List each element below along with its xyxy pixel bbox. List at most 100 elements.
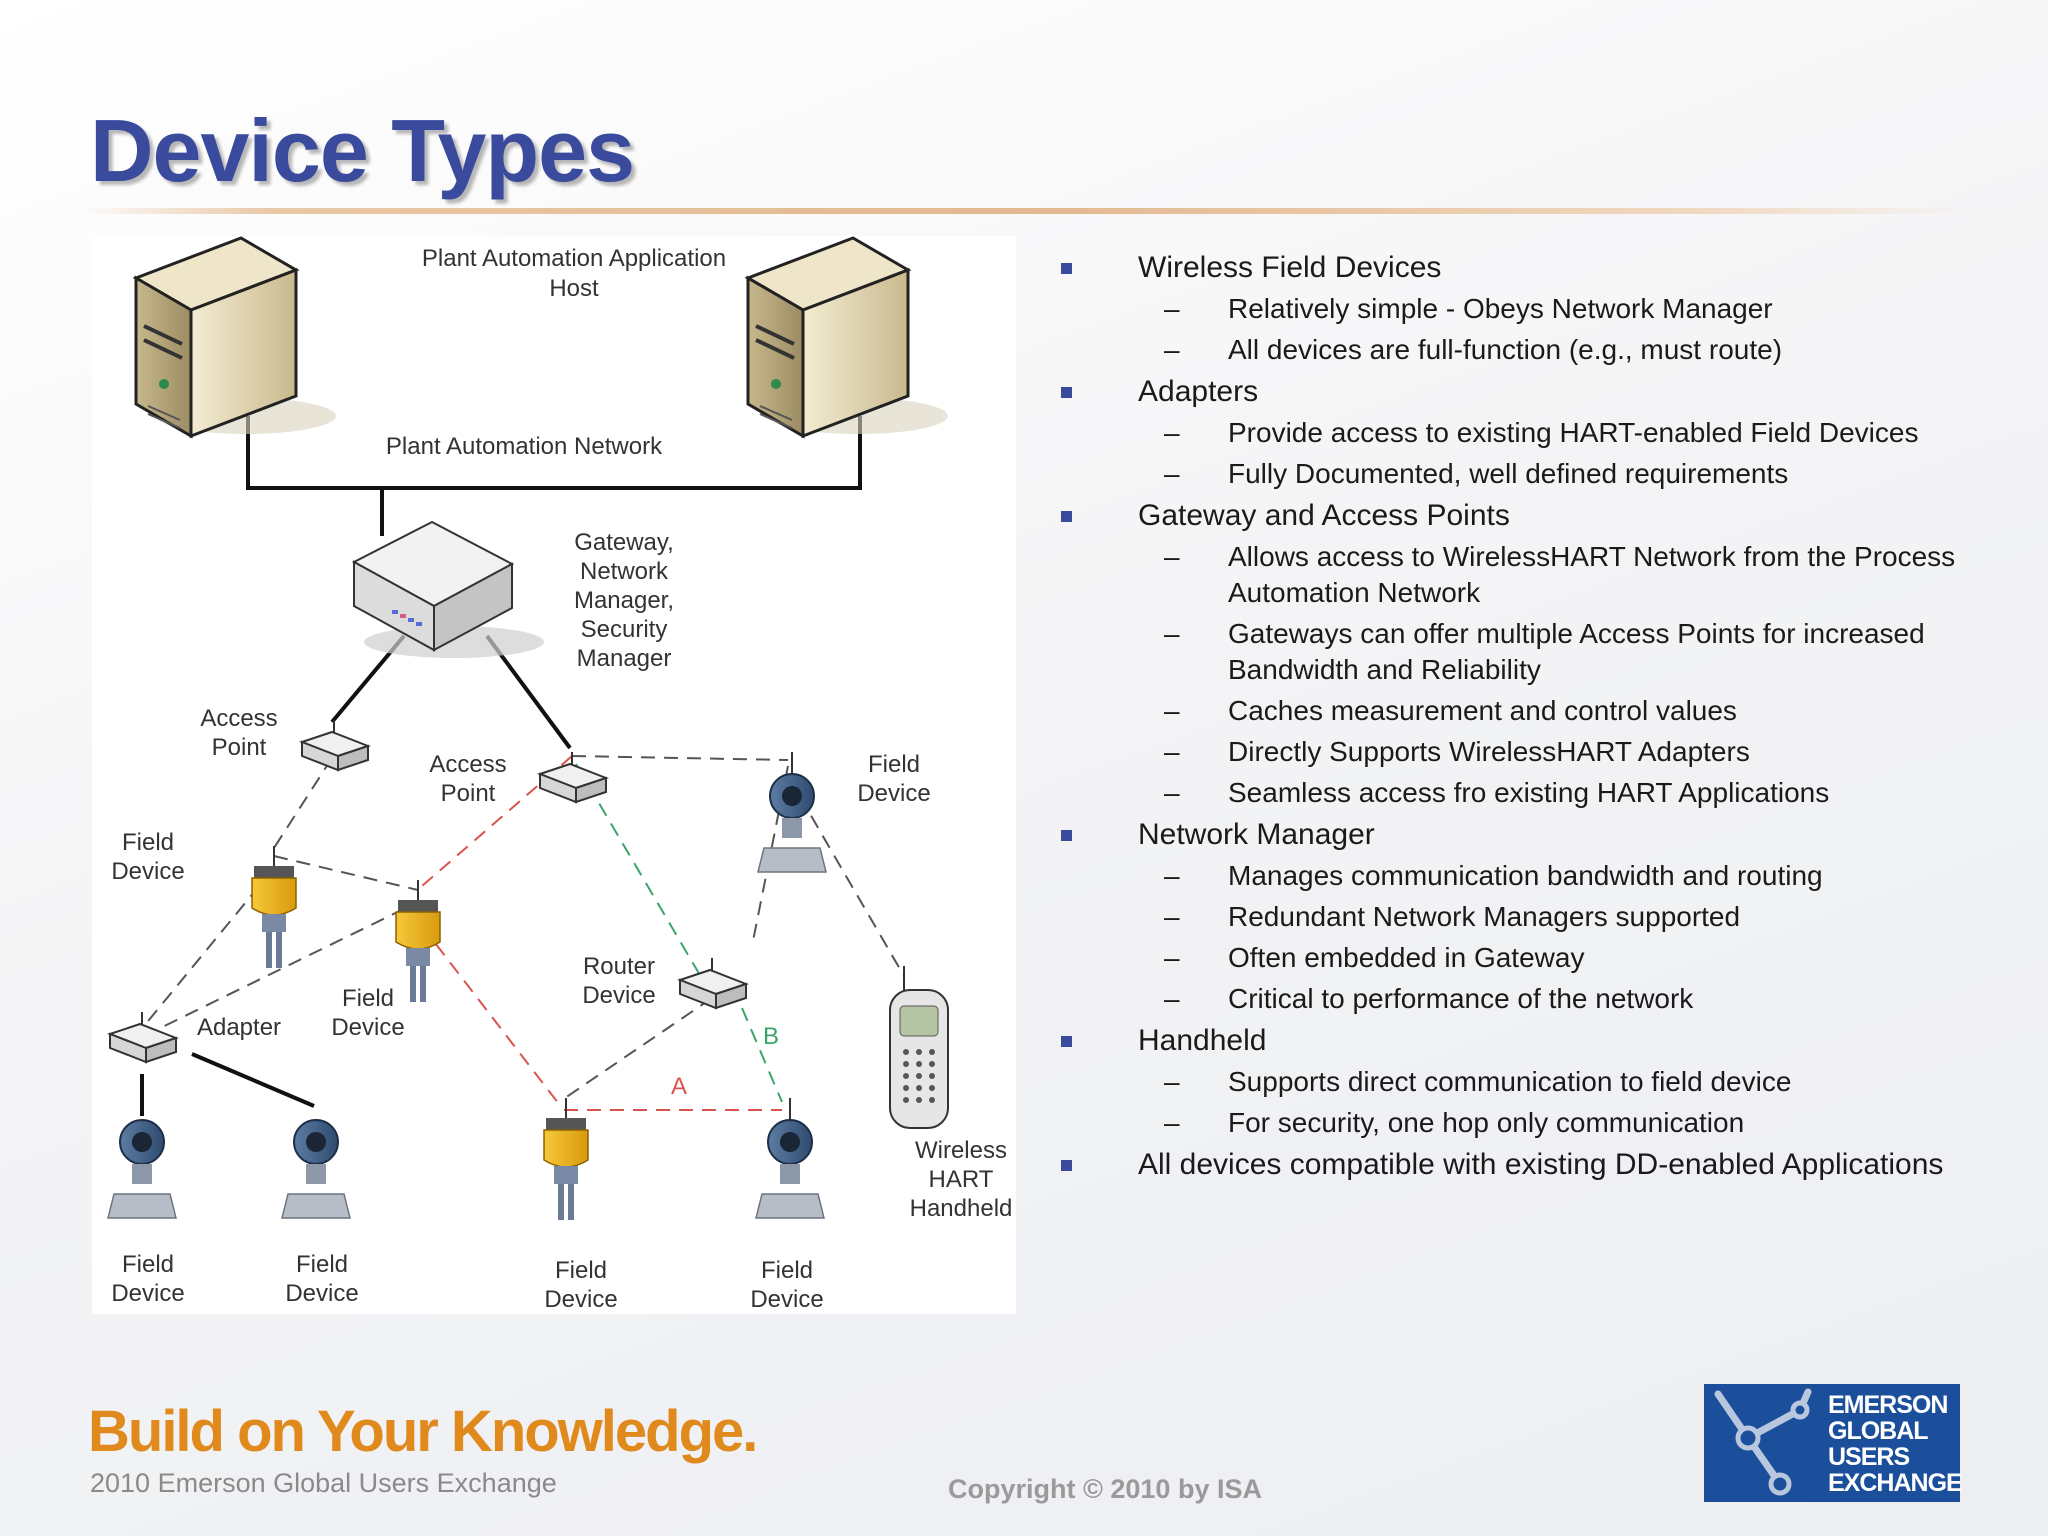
bottom-field-device-3-line2: Device (544, 1286, 617, 1313)
bullet-list: Wireless Field Devices –Relatively simpl… (1060, 244, 1960, 1183)
handheld-label-line2: HART (929, 1166, 994, 1193)
blue-transmitter-bottom-1-icon (107, 1119, 177, 1219)
access-point-center-label-line2: Point (441, 780, 496, 807)
router-label-line2: Device (582, 982, 655, 1009)
network-label: Plant Automation Network (386, 433, 663, 460)
bullet-text: Network Manager (1138, 818, 1375, 851)
sub-bullet: – Seamless access fro existing HART Appli… (1060, 775, 1960, 811)
bullet-text: Wireless Field Devices (1138, 251, 1442, 284)
logo-line-4: EXCHANGE (1828, 1469, 1963, 1497)
field-device-left-label-line2: Device (111, 858, 184, 885)
host-label-line1: Plant Automation Application (422, 245, 726, 272)
gateway-label-line1: Gateway, (574, 529, 674, 556)
dash-icon: – (1164, 901, 1180, 932)
access-point-left-label-line1: Access (200, 705, 277, 732)
gateway-device (351, 520, 544, 658)
sub-bullet-text: Allows access to WirelessHART Network fr… (1228, 541, 1956, 608)
sub-bullet: – Provide access to existing HART-enabled… (1060, 415, 1960, 451)
bullet-gateway-access-points: Gateway and Access Points (1060, 498, 1960, 534)
title-divider (80, 208, 1980, 214)
sub-bullet-text: Directly Supports WirelessHART Adapters (1228, 736, 1750, 767)
field-device-left-label-line1: Field (122, 829, 174, 856)
gateway-label-line2: Network (580, 558, 669, 585)
bullet-dd-compatible: All devices compatible with existing DD-… (1060, 1147, 1960, 1183)
sub-bullet: – Supports direct communication to field … (1060, 1064, 1960, 1100)
footer-brand-subtitle: 2010 Emerson Global Users Exchange (90, 1468, 557, 1498)
bullet-text: Adapters (1138, 375, 1259, 408)
sub-bullet-text: Caches measurement and control values (1228, 695, 1737, 726)
sub-bullet: – Manages communication bandwidth and rou… (1060, 858, 1960, 894)
handheld-label-line1: Wireless (915, 1137, 1007, 1164)
sub-bullet: –Critical to performance of the network (1060, 981, 1960, 1017)
sub-bullet-text: All devices are full-function (e.g., mus… (1228, 334, 1783, 365)
logo-line-1: EMERSON (1828, 1391, 1948, 1419)
dash-icon: – (1164, 777, 1180, 808)
gateway-label-line4: Security (581, 616, 668, 643)
bullet-square-icon (1061, 511, 1072, 522)
access-point-left-icon (299, 720, 371, 772)
blue-transmitter-top-right-icon (757, 752, 827, 873)
bottom-field-device-4-line1: Field (761, 1257, 813, 1284)
sub-bullet-text: Supports direct communication to field d… (1228, 1066, 1792, 1097)
network-diagram: Plant Automation Application Host Plant … (92, 236, 1016, 1314)
router-device-icon (677, 958, 749, 1010)
field-device-mid-label-line2: Device (331, 1014, 404, 1041)
field-device-top-right-label-line1: Field (868, 751, 920, 778)
dash-icon: – (1164, 334, 1180, 365)
sub-bullet: –Fully Documented, well defined requirem… (1060, 456, 1960, 492)
bottom-field-device-1-line1: Field (122, 1251, 174, 1278)
bullet-square-icon (1061, 387, 1072, 398)
dash-icon: – (1164, 417, 1180, 448)
dash-icon: – (1164, 860, 1180, 891)
sub-bullet: – Gateways can offer multiple Access Poin… (1060, 616, 1960, 688)
path-b-links (575, 763, 783, 1103)
blue-transmitter-bottom-4-icon (755, 1098, 825, 1219)
sub-bullet-text: Manages communication bandwidth and rout… (1228, 860, 1823, 891)
blue-transmitter-bottom-2-icon (281, 1119, 351, 1219)
footer-copyright: Copyright © 2010 by ISA (948, 1474, 1262, 1504)
bullet-square-icon (1061, 1160, 1072, 1171)
dash-icon: – (1164, 1066, 1180, 1097)
logo-line-2: GLOBAL (1828, 1417, 1929, 1445)
bullet-text: All devices compatible with existing DD-… (1138, 1148, 1944, 1181)
dash-icon: – (1164, 1107, 1180, 1138)
sub-bullet: –Allows access to WirelessHART Network f… (1060, 539, 1960, 611)
adapter-icon (107, 1012, 179, 1064)
sub-bullet-text: For security, one hop only communication (1228, 1107, 1745, 1138)
sub-bullet-text: Often embedded in Gateway (1228, 942, 1585, 973)
path-b-label: B (763, 1023, 779, 1050)
dash-icon: – (1164, 942, 1180, 973)
sub-bullet-text: Gateways can offer multiple Access Point… (1228, 618, 1925, 685)
logo-line-3: USERS (1828, 1443, 1910, 1471)
yellow-transmitter-left-icon (251, 846, 297, 968)
bottom-field-device-2-line1: Field (296, 1251, 348, 1278)
sub-bullet-text: Critical to performance of the network (1228, 983, 1694, 1014)
bullet-text: Gateway and Access Points (1138, 499, 1510, 532)
host-server-left (132, 236, 336, 439)
sub-bullet-text: Redundant Network Managers supported (1228, 901, 1741, 932)
router-label-line1: Router (583, 953, 655, 980)
bullet-text: Handheld (1138, 1024, 1267, 1057)
sub-bullet-text: Seamless access fro existing HART Applic… (1228, 777, 1830, 808)
gateway-label-line3: Manager, (574, 587, 674, 614)
adapter-label: Adapter (197, 1014, 281, 1041)
sub-bullet: – All devices are full-function (e.g., mu… (1060, 332, 1960, 368)
field-device-mid-label-line1: Field (342, 985, 394, 1012)
bullet-adapters: Adapters (1060, 374, 1960, 410)
sub-bullet-text: Provide access to existing HART-enabled … (1228, 417, 1919, 448)
sub-bullet-text: Fully Documented, well defined requireme… (1228, 458, 1789, 489)
bottom-field-device-1-line2: Device (111, 1280, 184, 1307)
dash-icon: – (1164, 618, 1180, 649)
dash-icon: – (1164, 695, 1180, 726)
sub-bullet: – Redundant Network Managers supported (1060, 899, 1960, 935)
sub-bullet: – Directly Supports WirelessHART Adapters (1060, 734, 1960, 770)
dash-icon: – (1164, 736, 1180, 767)
bottom-field-device-3-line1: Field (555, 1257, 607, 1284)
sub-bullet: – Caches measurement and control values (1060, 693, 1960, 729)
handheld-label-line3: Handheld (910, 1195, 1013, 1222)
yellow-transmitter-mid-icon (395, 880, 441, 1002)
host-label-line2: Host (549, 275, 599, 302)
bullet-square-icon (1061, 1036, 1072, 1047)
emerson-global-users-exchange-logo: EMERSON GLOBAL USERS EXCHANGE (1704, 1384, 1963, 1502)
bullet-handheld: Handheld (1060, 1023, 1960, 1059)
